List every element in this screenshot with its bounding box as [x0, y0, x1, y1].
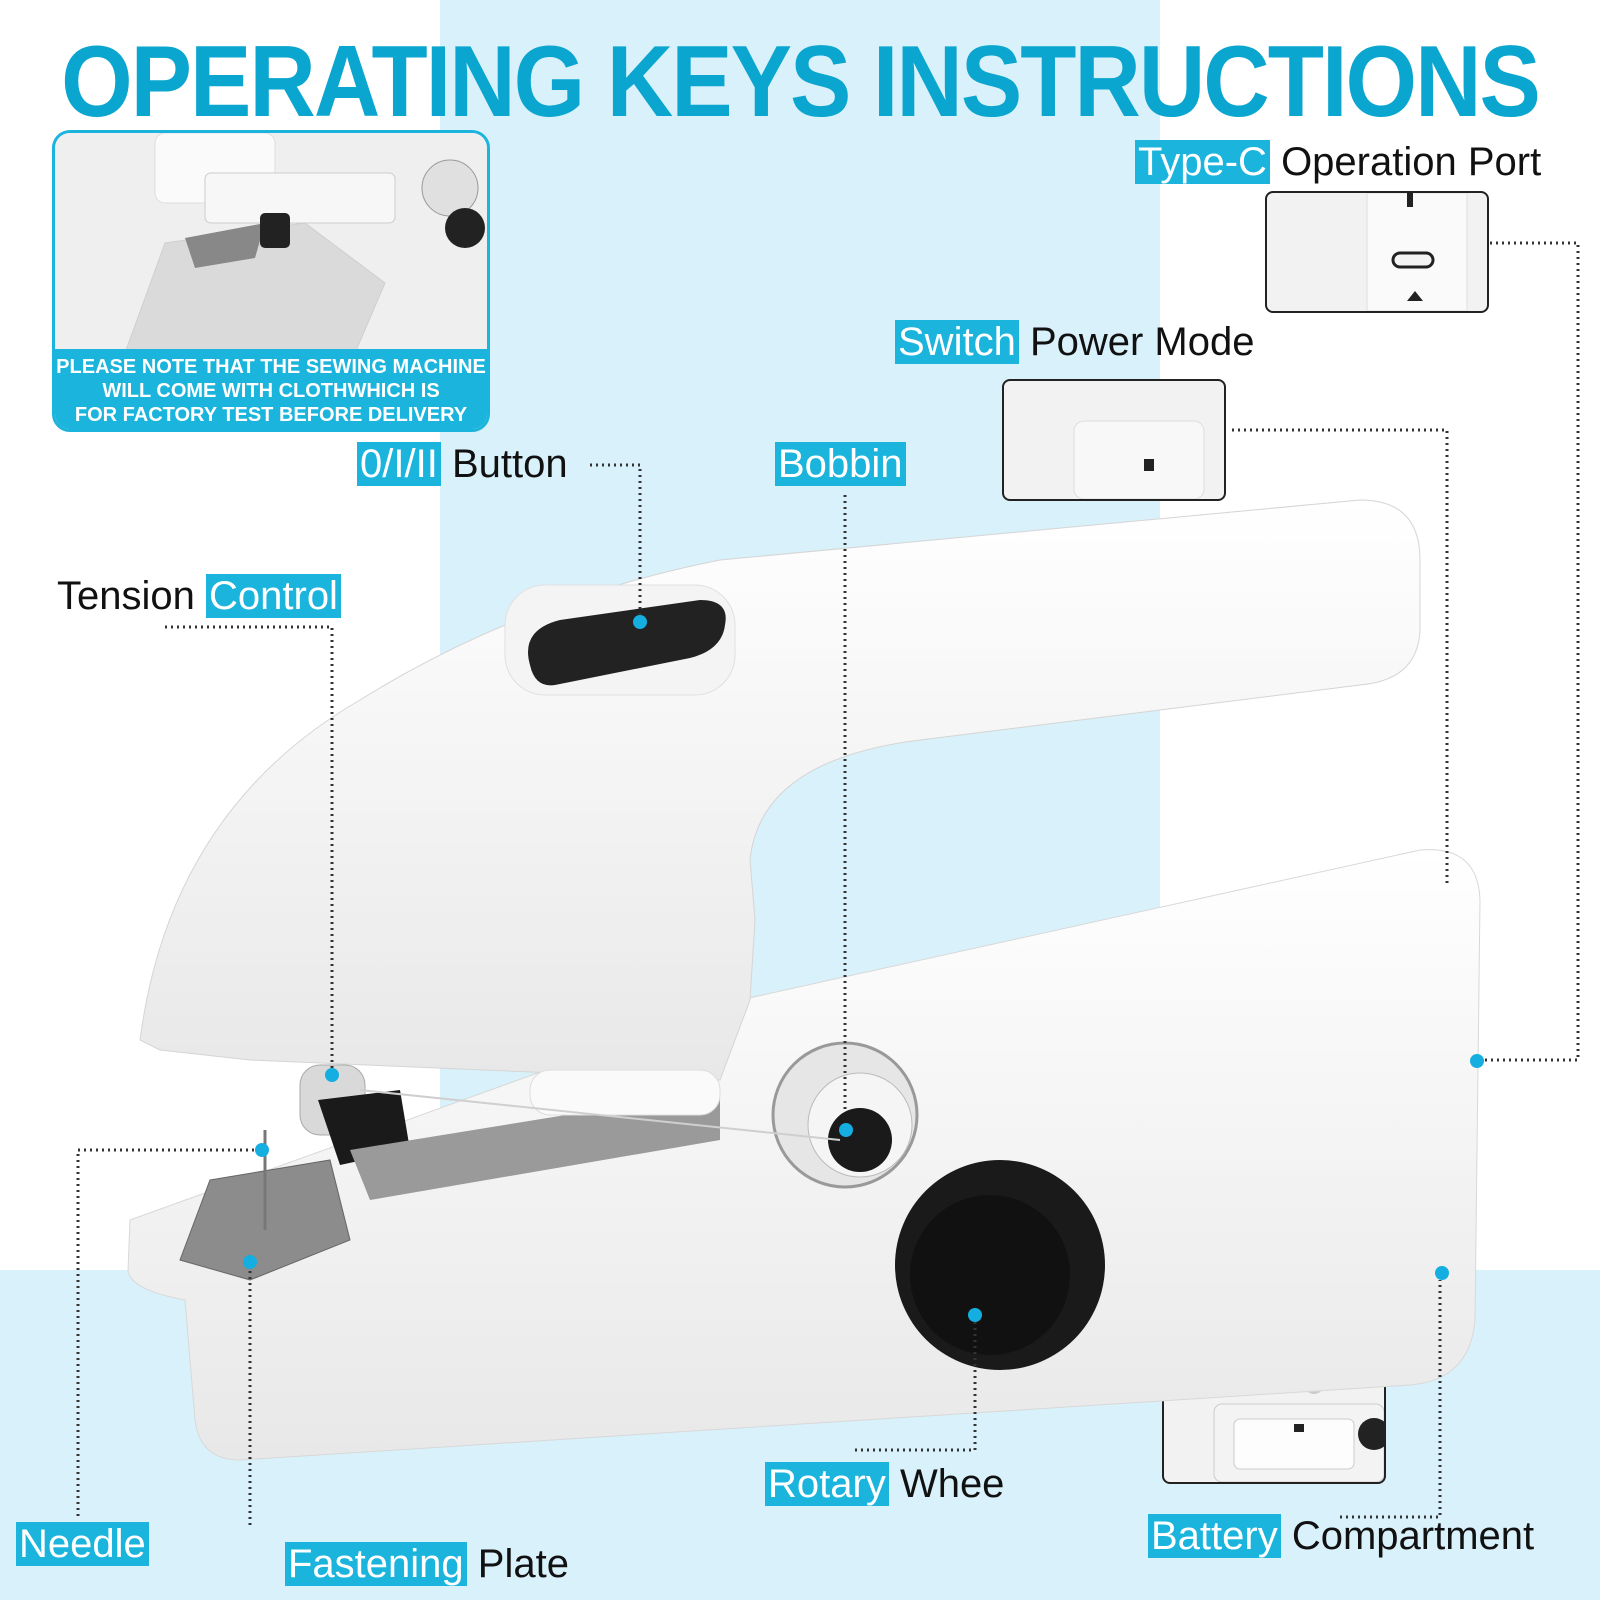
battery-text: Compartment: [1291, 1514, 1535, 1558]
note-line-3: FOR FACTORY TEST BEFORE DELIVERY: [74, 404, 468, 426]
button-pointer-dot: [633, 615, 647, 629]
needle-label: Needle: [16, 1520, 149, 1568]
bobbin-label: Bobbin: [775, 440, 906, 488]
bobbin-highlight: Bobbin: [775, 442, 906, 486]
fastening-label: Fastening Plate: [285, 1540, 569, 1588]
rotary-label: Rotary Whee: [765, 1460, 1004, 1508]
battery-label: Battery Compartment: [1148, 1512, 1534, 1560]
page-title: OPERATING KEYS INSTRUCTIONS: [61, 25, 1541, 139]
button-highlight: 0/I/II: [357, 442, 441, 486]
switch-label: Switch Power Mode: [895, 318, 1255, 366]
type-c-port-inset: [1265, 191, 1489, 313]
type-c-highlight: Type-C: [1135, 140, 1270, 184]
type-c-text: Operation Port: [1281, 140, 1542, 184]
tension-label: Tension Control: [57, 572, 341, 620]
needle-pointer-dot: [255, 1143, 269, 1157]
tension-pointer-dot: [325, 1068, 339, 1082]
rotary-text: Whee: [899, 1462, 1005, 1506]
fastening-highlight: Fastening: [285, 1542, 467, 1586]
note-text: PLEASE NOTE THAT THE SEWING MACHINE WILL…: [55, 349, 487, 429]
battery-highlight: Battery: [1148, 1514, 1281, 1558]
type-c-pointer-dot: [1470, 1054, 1484, 1068]
switch-highlight: Switch: [895, 320, 1019, 364]
note-line-2: WILL COME WITH CLOTHWHICH IS: [102, 380, 440, 402]
note-line-1: PLEASE NOTE THAT THE SEWING MACHINE: [56, 356, 486, 378]
plate-pointer-dot: [243, 1255, 257, 1269]
button-label: 0/I/II Button: [357, 440, 568, 488]
rotary-highlight: Rotary: [765, 1462, 889, 1506]
switch-text: Power Mode: [1029, 320, 1255, 364]
fabric-note-inset: PLEASE NOTE THAT THE SEWING MACHINE WILL…: [52, 130, 490, 432]
type-c-label: Type-C Operation Port: [1135, 138, 1541, 186]
tension-text: Tension: [57, 574, 195, 618]
rotary-pointer-dot: [968, 1308, 982, 1322]
bobbin-pointer-dot: [839, 1123, 853, 1137]
switch-power-inset: [1002, 379, 1226, 501]
fastening-text: Plate: [477, 1542, 569, 1586]
battery-pointer-dot: [1435, 1266, 1449, 1280]
needle-highlight: Needle: [16, 1522, 149, 1566]
fabric-closeup-illustration: [55, 133, 487, 353]
button-text: Button: [451, 442, 568, 486]
tension-highlight: Control: [206, 574, 341, 618]
